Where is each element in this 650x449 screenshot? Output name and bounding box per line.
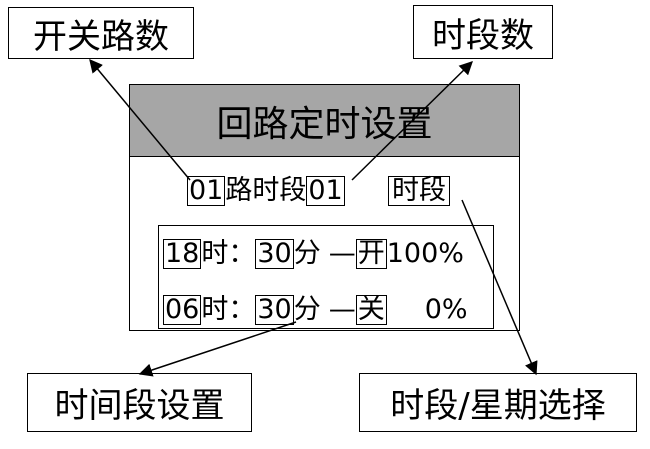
callout-period-count: 时段数 [413, 5, 553, 59]
level-value: 0% [424, 294, 468, 325]
dash: — [328, 238, 356, 269]
arrow-period-count [351, 61, 473, 181]
switch-state-field[interactable]: 开 [355, 238, 387, 269]
period-mode-button[interactable]: 时段 [388, 176, 450, 206]
callout-period-week-select: 时段/星期选择 [359, 373, 637, 432]
minute-field[interactable]: 30 [255, 238, 294, 269]
device-screen: 回路定时设置 01路时段01 时段 18时：30分—开100% 06时：30分—… [129, 84, 520, 331]
circuit-number-field[interactable]: 01 [187, 175, 226, 206]
circuit-period-row: 01路时段01 [187, 175, 345, 207]
dash: — [328, 294, 356, 325]
screen-title: 回路定时设置 [130, 85, 519, 157]
minute-field[interactable]: 30 [255, 294, 294, 325]
callout-switch-count: 开关路数 [8, 7, 194, 59]
period-row-1: 18时：30分—开100% [163, 238, 464, 270]
switch-state-field[interactable]: 关 [355, 294, 387, 325]
period-row-2: 06时：30分—关 0% [163, 294, 468, 326]
minute-unit: 分 [293, 294, 321, 325]
circuit-period-label: 路时段 [225, 175, 307, 206]
callout-period-setting: 时间段设置 [27, 373, 252, 432]
mode-button-wrap: 时段 [388, 175, 450, 207]
arrow-switch-count [89, 58, 191, 181]
hour-unit: 时： [201, 238, 256, 269]
period-number-field[interactable]: 01 [306, 175, 345, 206]
arrow-period-week-select [461, 199, 538, 376]
minute-unit: 分 [293, 238, 321, 269]
arrow-period-setting [138, 321, 297, 377]
hour-field[interactable]: 18 [163, 238, 202, 269]
level-value: 100% [386, 238, 464, 269]
hour-unit: 时： [201, 294, 256, 325]
hour-field[interactable]: 06 [163, 294, 202, 325]
